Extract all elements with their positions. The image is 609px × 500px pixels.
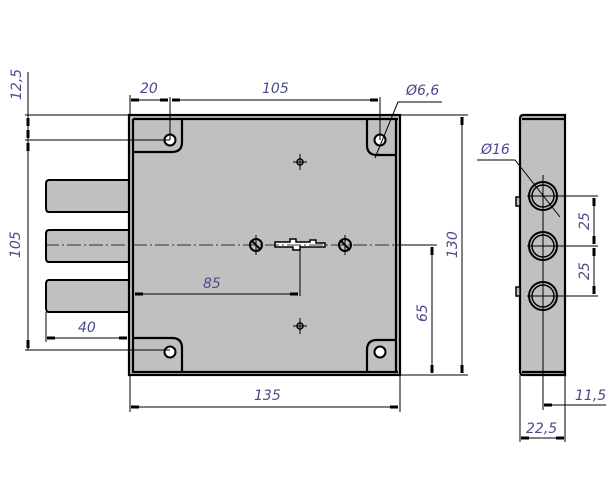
keyhole: [274, 238, 326, 251]
dim-hole-offset-x: 20: [140, 81, 158, 97]
dim-depth: 22,5: [526, 421, 557, 437]
dim-hole-diameter: Ø6,6: [405, 83, 439, 99]
dimension-lines: [25, 72, 468, 412]
dim-bolt-span: 105: [8, 231, 24, 258]
dim-bolt-pitch-1: 25: [577, 212, 593, 230]
corner-recess: [133, 119, 184, 154]
bolt: [45, 279, 128, 313]
dim-backset: 85: [203, 276, 221, 292]
dim-top-offset: 12,5: [9, 69, 25, 100]
leader-line: [374, 101, 442, 159]
corner-recess: [133, 336, 184, 372]
front-view: 12,5 20 105 Ø6,6 105 130 65 85 40 135: [8, 69, 468, 412]
bolt: [45, 229, 128, 263]
dimension-labels: 12,5 20 105 Ø6,6 105 130 65 85 40 135: [8, 69, 461, 404]
dim-width: 135: [254, 388, 281, 404]
side-tab: [515, 286, 521, 297]
corner-recess: [365, 119, 396, 157]
small-hole-crosshair: [293, 154, 307, 170]
small-hole-crosshair: [293, 318, 307, 334]
dim-bolt-pitch-2: 25: [577, 262, 593, 280]
side-view: Ø16 25 25 11,5 22,5: [477, 113, 606, 442]
leader-line: [477, 159, 561, 218]
bolts: [45, 179, 128, 313]
dim-bolt-axis-offset: 11,5: [575, 388, 606, 404]
dim-key-center-height: 65: [415, 304, 431, 322]
corner-recess: [365, 338, 396, 372]
mounting-hole: [163, 345, 177, 359]
bolt: [45, 179, 128, 213]
mounting-hole: [373, 345, 387, 359]
dim-bolt-diameter: Ø16: [480, 142, 510, 158]
dim-hole-spacing-x: 105: [262, 81, 289, 97]
side-tab: [515, 196, 521, 207]
dim-bolt-throw: 40: [78, 320, 96, 336]
dim-height: 130: [445, 231, 461, 258]
